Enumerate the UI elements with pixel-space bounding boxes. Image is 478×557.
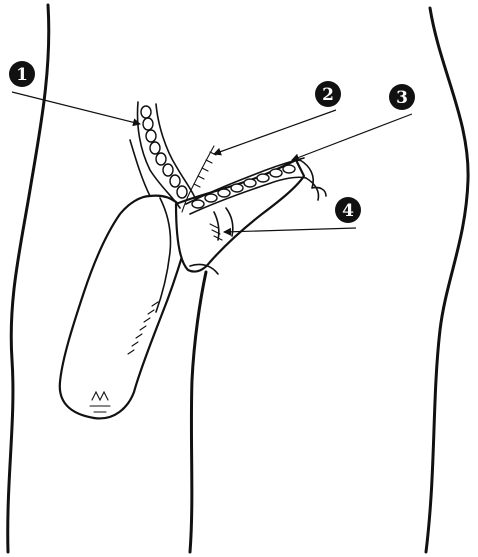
callout-2-label: 2 <box>322 85 334 105</box>
callout-3-pointer <box>292 114 412 160</box>
callout-badge-2: 2 <box>315 81 341 107</box>
callout-4-label: 4 <box>342 201 354 221</box>
vertical-tube-beads <box>141 106 187 198</box>
tube-end-curls <box>300 160 326 200</box>
upper-connector <box>176 160 304 272</box>
junction-fold-b <box>130 140 150 196</box>
thigh-crease-line <box>190 272 206 552</box>
fine-strand-hatch <box>194 152 216 187</box>
callout-badge-4: 4 <box>335 197 361 223</box>
elongated-organ <box>60 196 187 419</box>
body-outline-right <box>426 8 468 552</box>
callout-1-pointer <box>12 92 140 124</box>
callout-badge-3: 3 <box>389 84 415 110</box>
body-outline-left <box>8 5 49 552</box>
callout-badge-1: 1 <box>9 61 35 87</box>
callout-3-label: 3 <box>396 88 408 108</box>
callout-1-label: 1 <box>16 65 28 85</box>
callout-2-pointer <box>214 110 336 154</box>
